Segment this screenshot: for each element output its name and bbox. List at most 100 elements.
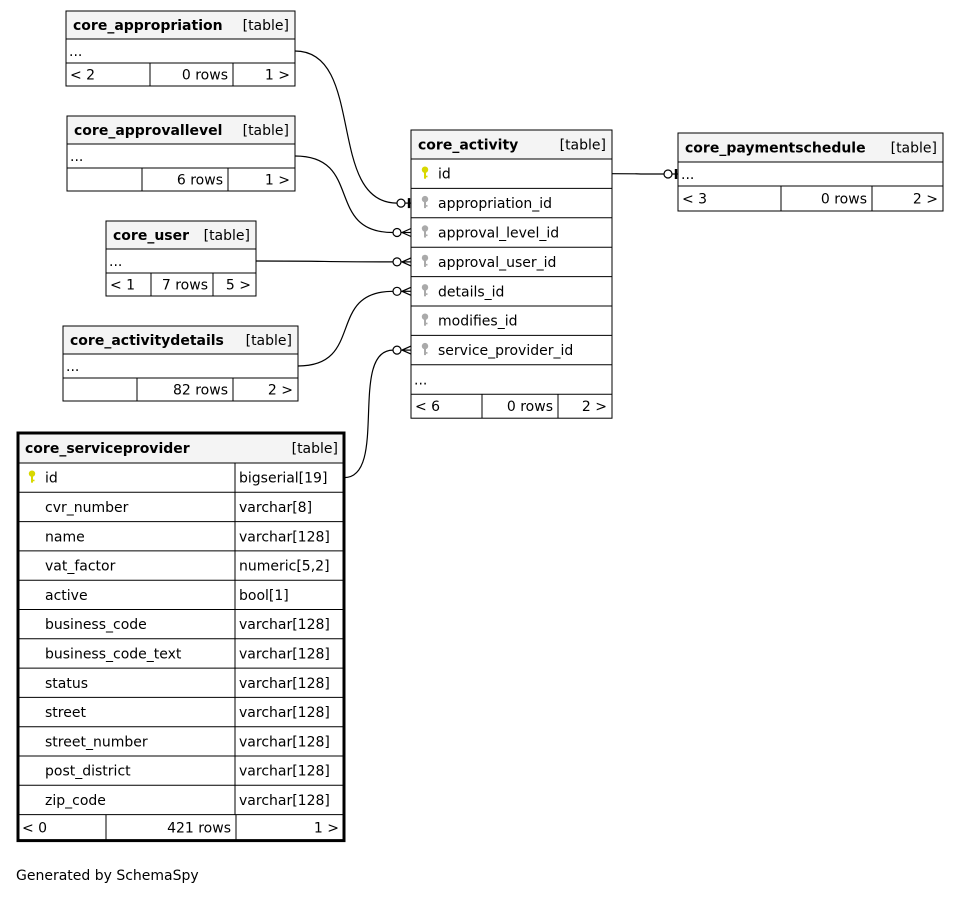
column-business-code: business_code: [45, 617, 147, 633]
foreign-key-icon: [421, 313, 429, 326]
table-header: [106, 221, 256, 249]
relationship-core-activitydetails-core-activity: [297, 290, 394, 367]
children-count: 1 >: [265, 68, 290, 84]
table-core-activity[interactable]: core_activity [table] id appropriation_idap…: [410, 129, 613, 419]
row-count: 7 rows: [162, 278, 208, 294]
column-approval-level-id: approval_level_id: [438, 226, 559, 242]
more-columns: ...: [414, 373, 427, 389]
table-header: [66, 11, 295, 39]
more-columns: ...: [69, 44, 82, 60]
children-count: 2 >: [913, 192, 938, 208]
table-header: [67, 116, 295, 144]
parents-count: < 6: [415, 399, 440, 415]
column-modifies-id: modifies_id: [438, 314, 517, 330]
crows-foot-marker: [392, 227, 412, 238]
column-type: numeric[5,2]: [239, 559, 330, 575]
table-header: [678, 133, 943, 162]
column-type: varchar[8]: [239, 500, 312, 516]
table-name: core_activitydetails: [70, 333, 224, 349]
relationship-core-serviceprovider-core-activity: [343, 349, 394, 479]
column-type: bool[1]: [239, 588, 289, 604]
column-appropriation-id: appropriation_id: [438, 196, 552, 212]
children-count: 2 >: [582, 399, 607, 415]
table-border: [677, 132, 944, 212]
crows-foot-marker: [392, 257, 412, 267]
column-street-number: street_number: [45, 734, 148, 750]
table-core-appropriation[interactable]: core_appropriation [table]... < 2 0 rows 1 >: [65, 10, 296, 87]
column-type: bigserial[19]: [239, 471, 327, 487]
table-header: [18, 433, 344, 463]
primary-key-icon: [28, 470, 36, 483]
row-count: 0 rows: [507, 399, 553, 415]
row-count: 0 rows: [182, 68, 228, 84]
parents-count: < 1: [110, 278, 135, 294]
more-columns: ...: [681, 167, 694, 183]
column-active: active: [45, 588, 88, 604]
table-tag: [table]: [243, 123, 289, 139]
table-border: [105, 220, 257, 297]
table-tag: [table]: [891, 141, 937, 157]
table-border: [410, 129, 613, 419]
column-vat-factor: vat_factor: [45, 559, 116, 575]
column-type: varchar[128]: [239, 705, 330, 721]
column-name: name: [45, 529, 85, 545]
column-id: id: [45, 471, 58, 487]
foreign-key-icon: [421, 254, 429, 267]
column-type: varchar[128]: [239, 734, 330, 750]
table-name: core_approvallevel: [74, 123, 222, 139]
children-count: 1 >: [265, 173, 290, 189]
row-count: 0 rows: [821, 192, 867, 208]
table-name: core_user: [113, 228, 189, 244]
table-name: core_appropriation: [73, 18, 223, 34]
table-name: core_serviceprovider: [25, 441, 190, 457]
relationship-core-approvallevel-core-activity: [294, 155, 394, 234]
column-post-district: post_district: [45, 764, 131, 780]
crows-foot-marker: [392, 345, 412, 355]
column-id: id: [438, 167, 451, 183]
table-header: [63, 326, 298, 354]
column-type: varchar[128]: [239, 646, 330, 662]
column-type: varchar[128]: [239, 793, 330, 809]
foreign-key-icon: [421, 195, 429, 209]
column-business-code-text: business_code_text: [45, 646, 182, 662]
column-type: varchar[128]: [239, 529, 330, 545]
relationship-core-appropriation-core-activity: [294, 50, 398, 204]
foreign-key-icon: [421, 225, 429, 238]
table-tag: [table]: [246, 333, 292, 349]
table-name: core_activity: [418, 138, 518, 154]
table-border: [16, 431, 346, 843]
parents-count: < 0: [22, 821, 47, 837]
table-tag: [table]: [560, 138, 606, 154]
column-type: varchar[128]: [239, 764, 330, 780]
column-cvr-number: cvr_number: [45, 500, 129, 516]
column-type: varchar[128]: [239, 617, 330, 633]
row-count: 6 rows: [177, 173, 223, 189]
foreign-key-icon: [421, 342, 429, 356]
table-header: [411, 130, 612, 159]
row-count: 82 rows: [173, 383, 228, 399]
children-count: 1 >: [314, 821, 339, 837]
generated-by-footer: Generated by SchemaSpy: [16, 868, 199, 884]
children-count: 5 >: [226, 278, 251, 294]
table-border: [62, 325, 299, 402]
row-count: 421 rows: [167, 821, 231, 837]
table-tag: [table]: [243, 18, 289, 34]
parents-count: < 3: [682, 192, 707, 208]
primary-key-icon: [421, 166, 429, 179]
parents-count: < 2: [70, 68, 95, 84]
column-status: status: [45, 676, 88, 692]
table-border: [65, 10, 296, 87]
column-street: street: [45, 705, 86, 721]
relationship-core-user-core-activity: [255, 260, 394, 263]
more-columns: ...: [109, 254, 122, 270]
column-zip-code: zip_code: [45, 793, 106, 809]
table-border: [66, 115, 296, 192]
more-columns: ...: [66, 359, 79, 375]
column-service-provider-id: service_provider_id: [438, 343, 573, 359]
